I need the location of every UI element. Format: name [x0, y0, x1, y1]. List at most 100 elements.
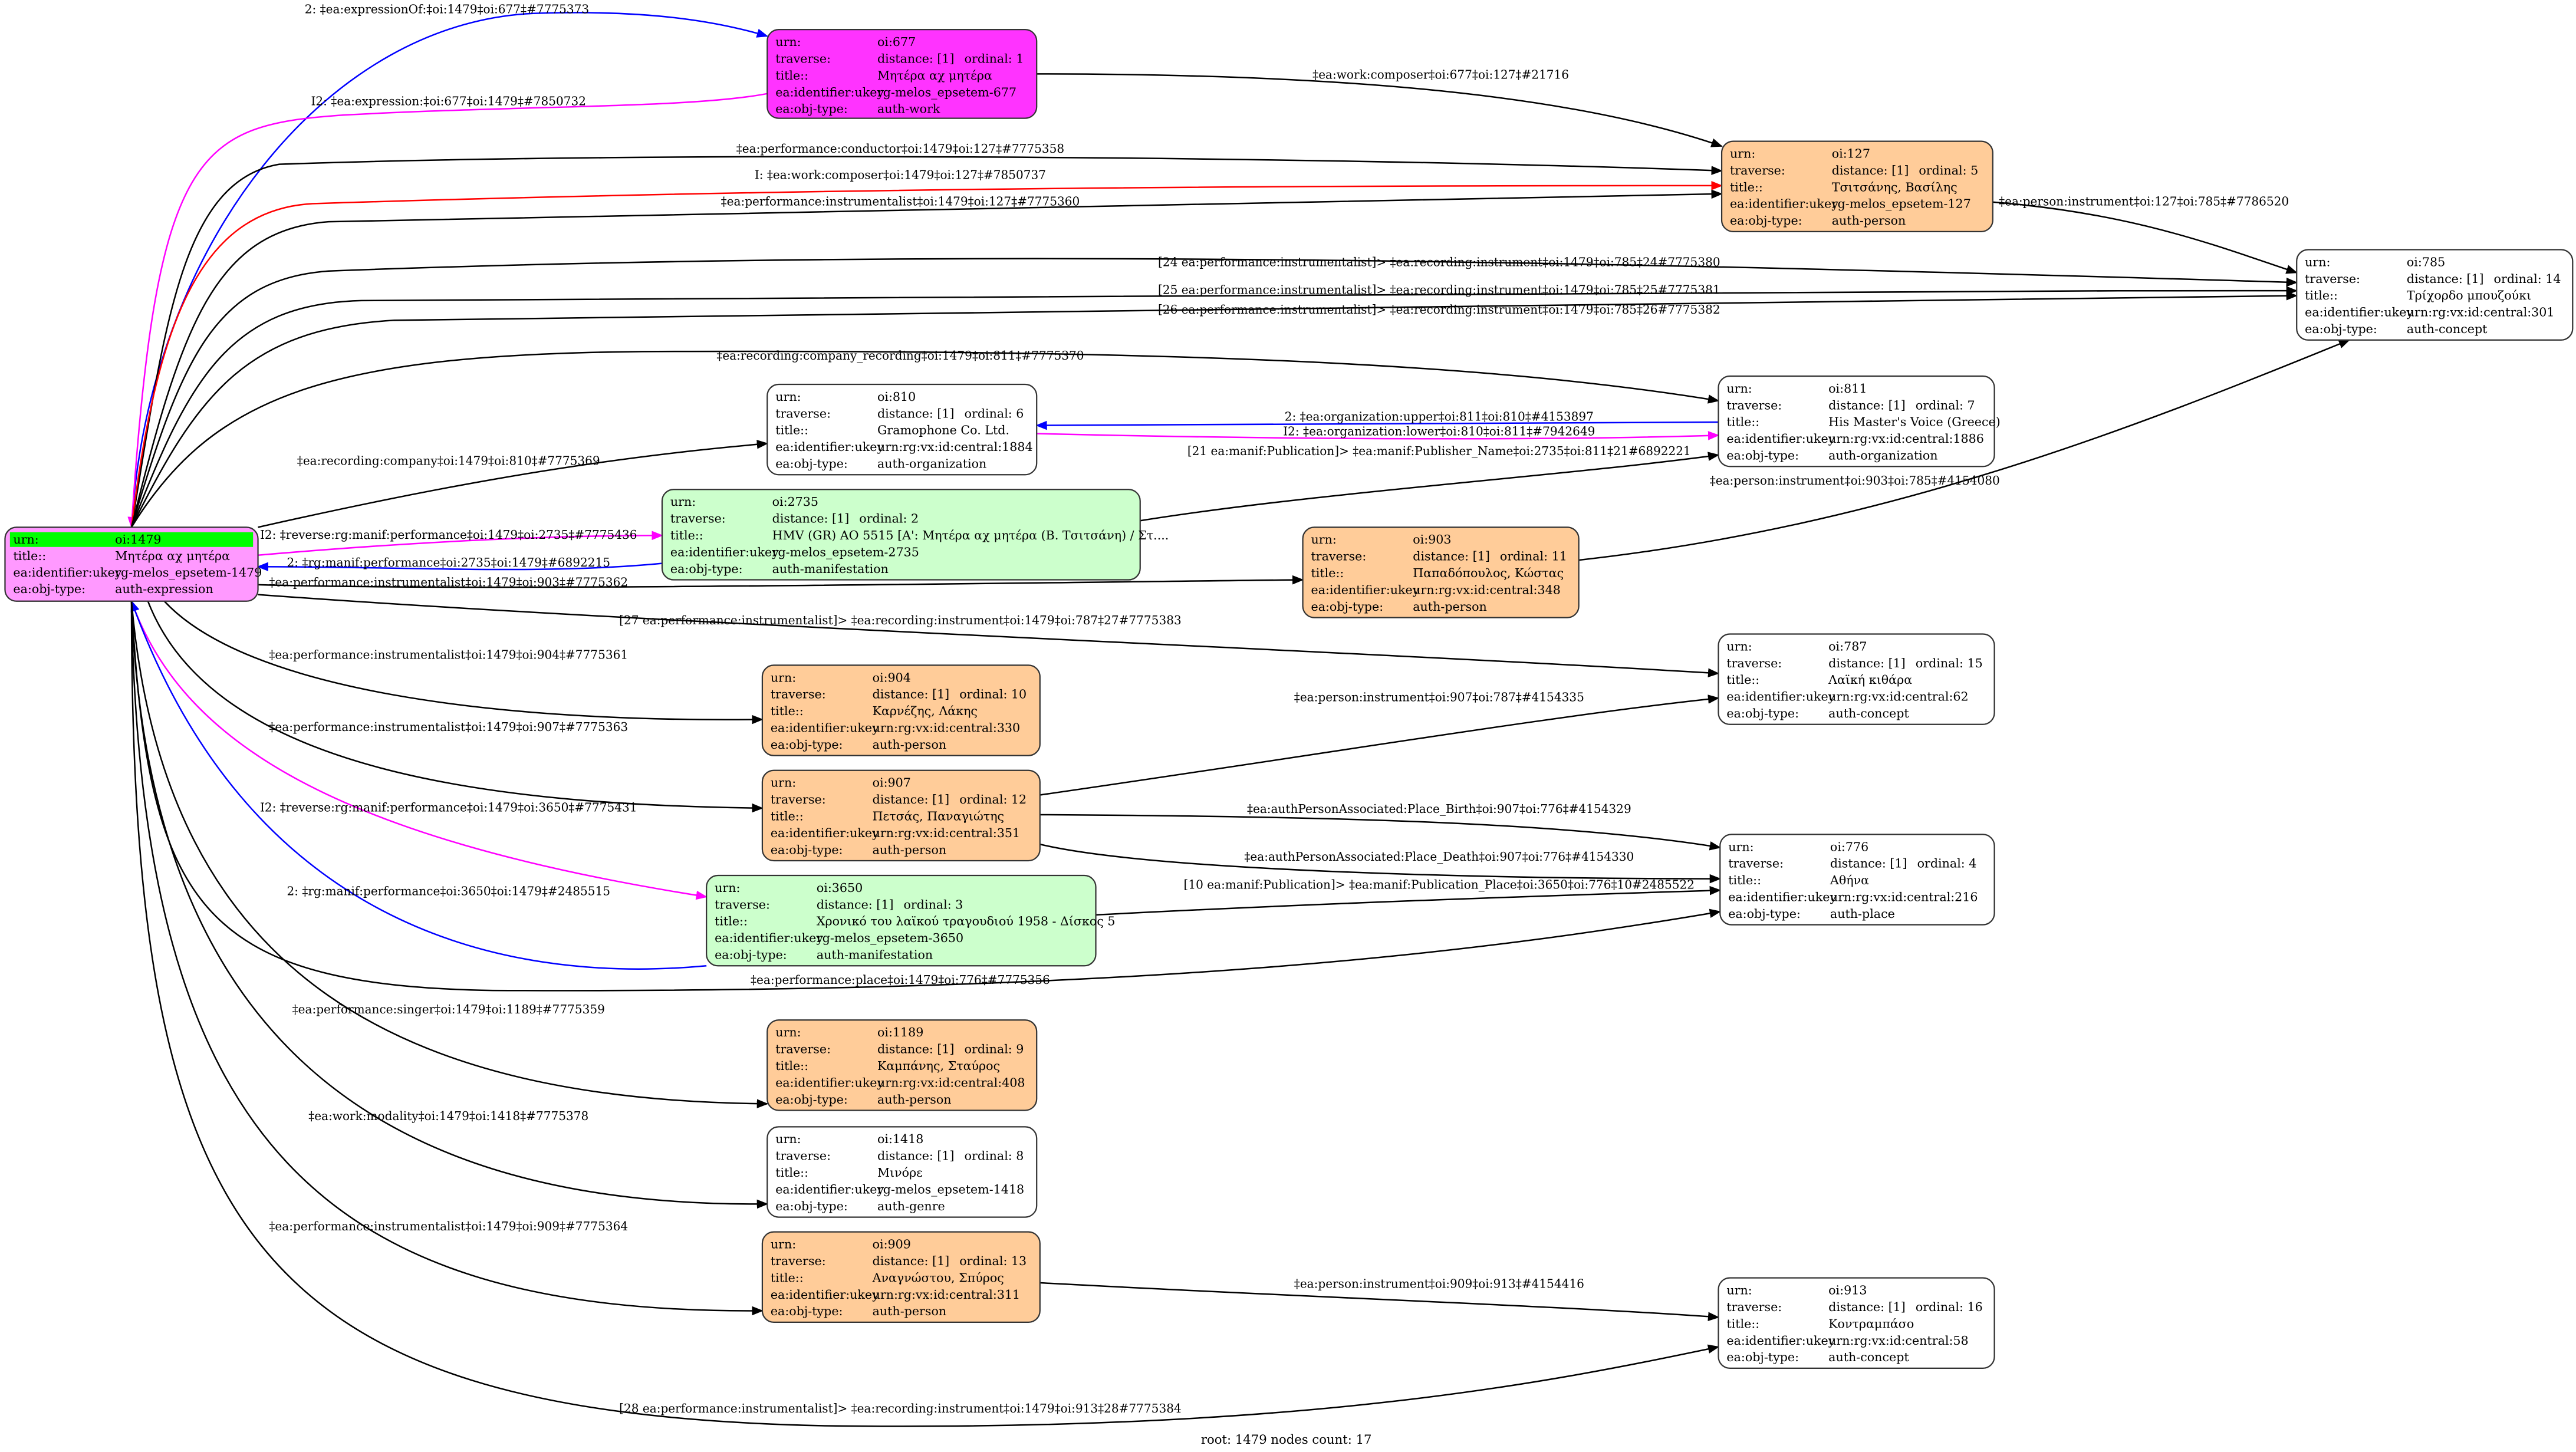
edge-903-to-785[interactable]: ‡ea:person:instrument‡oi:903‡oi:785‡#415… [1578, 339, 2351, 561]
edge-line[interactable] [258, 439, 769, 528]
edge-907-to-787[interactable]: ‡ea:person:instrument‡oi:907‡oi:787‡#415… [1039, 690, 1720, 796]
edge-1479-to-776[interactable]: ‡ea:performance:place‡oi:1479‡oi:776‡#77… [130, 601, 1722, 992]
node-box[interactable] [1718, 633, 1995, 725]
node-box[interactable] [661, 489, 1141, 581]
edge-1479-to-127[interactable]: I: ‡ea:work:composer‡oi:1479‡oi:127‡#785… [130, 168, 1723, 528]
node-box[interactable] [761, 769, 1041, 862]
edge-2735-to-1479[interactable]: 2: ‡rg:manif:performance‡oi:2735‡oi:1479… [256, 555, 663, 572]
edge-line[interactable] [130, 181, 1723, 528]
edge-1479-to-787[interactable]: [27 ea:performance:instrumentalist]> ‡ea… [258, 594, 1720, 678]
edge-1479-to-785[interactable]: [24 ea:performance:instrumentalist]> ‡ea… [130, 255, 2298, 528]
edge-line[interactable] [130, 350, 1720, 528]
edge-1479-to-3650[interactable]: I2: ‡reverse:rg:manif:performance‡oi:147… [130, 601, 708, 900]
edge-1479-to-904[interactable]: ‡ea:performance:instrumentalist‡oi:1479‡… [163, 600, 764, 725]
edge-line[interactable] [1140, 452, 1720, 522]
node-box[interactable] [766, 383, 1038, 476]
edge-line[interactable] [1039, 814, 1722, 851]
edge-1479-to-677[interactable]: 2: ‡ea:expressionOf:‡oi:1479‡oi:677‡#777… [130, 2, 769, 528]
edge-line[interactable] [130, 600, 707, 970]
edge-1479-to-909[interactable]: ‡ea:performance:instrumentalist‡oi:1479‡… [130, 601, 764, 1316]
edge-907-to-776[interactable]: ‡ea:authPersonAssociated:Place_Death‡oi:… [1039, 843, 1722, 884]
node-box[interactable] [1718, 1277, 1995, 1369]
edge-1479-to-127[interactable]: ‡ea:performance:conductor‡oi:1479‡oi:127… [130, 141, 1723, 528]
edge-line[interactable] [258, 575, 1304, 588]
edge-line[interactable] [130, 156, 1723, 528]
edge-line[interactable] [147, 601, 764, 813]
edge-810-to-811[interactable]: I2: ‡ea:organization:lower‡oi:810‡oi:811… [1037, 424, 1720, 440]
edge-line[interactable] [1578, 339, 2351, 561]
node-ordinal: ordinal: 9 [965, 1042, 1024, 1056]
edge-line[interactable] [130, 601, 1722, 992]
edge-line[interactable] [127, 93, 768, 529]
edge-909-to-913[interactable]: ‡ea:person:instrument‡oi:909‡oi:913‡#415… [1039, 1276, 1720, 1322]
edge-1479-to-903[interactable]: ‡ea:performance:instrumentalist‡oi:1479‡… [258, 575, 1304, 590]
node-box[interactable] [1719, 834, 1995, 926]
edge-line[interactable] [1992, 201, 2298, 274]
node-box[interactable] [761, 1231, 1041, 1323]
edge-1479-to-913[interactable]: [28 ea:performance:instrumentalist]> ‡ea… [130, 601, 1720, 1427]
edge-line[interactable] [1095, 885, 1722, 916]
edge-line[interactable] [163, 600, 764, 725]
edge-1479-to-907[interactable]: ‡ea:performance:instrumentalist‡oi:1479‡… [147, 601, 764, 813]
edge-1479-to-810[interactable]: ‡ea:recording:company‡oi:1479‡oi:810‡#77… [258, 439, 769, 528]
edge-3650-to-776[interactable]: [10 ea:manif:Publication]> ‡ea:manif:Pub… [1095, 877, 1722, 916]
node-field-label: urn: [771, 670, 796, 684]
edge-line[interactable] [258, 594, 1720, 678]
edge-line[interactable] [130, 12, 769, 528]
node-box[interactable] [1718, 375, 1995, 467]
node-box[interactable] [1720, 140, 1993, 232]
edge-line[interactable] [1037, 73, 1723, 147]
node-box[interactable] [766, 29, 1038, 119]
edge-1479-to-2735[interactable]: I2: ‡reverse:rg:manif:performance‡oi:147… [258, 528, 663, 556]
node-field-value: oi:677 [877, 35, 916, 49]
edge-line[interactable] [1039, 694, 1720, 796]
edge-127-to-785[interactable]: ‡ea:person:instrument‡oi:127‡oi:785‡#778… [1992, 194, 2298, 274]
edge-1479-to-1418[interactable]: ‡ea:work:modality‡oi:1479‡oi:1418‡#77753… [130, 601, 769, 1209]
edge-1479-to-1189[interactable]: ‡ea:performance:singer‡oi:1479‡oi:1189‡#… [130, 601, 769, 1108]
edge-line[interactable] [1037, 431, 1720, 440]
edge-line[interactable] [130, 601, 1720, 1427]
node-box[interactable] [2296, 249, 2574, 341]
edge-line[interactable] [1035, 420, 1719, 430]
edge-line[interactable] [256, 562, 663, 572]
edge-2735-to-811[interactable]: [21 ea:manif:Publication]> ‡ea:manif:Pub… [1140, 444, 1720, 522]
edge-line[interactable] [130, 601, 769, 1108]
node-box[interactable] [1302, 526, 1580, 618]
edge-line[interactable] [1039, 1282, 1720, 1322]
edge-line[interactable] [1039, 843, 1722, 884]
edge-811-to-810[interactable]: 2: ‡ea:organization:upper‡oi:811‡oi:810‡… [1035, 409, 1719, 430]
node-box[interactable] [766, 1126, 1038, 1218]
edge-line[interactable] [130, 601, 769, 1209]
edge-3650-to-1479[interactable]: 2: ‡rg:manif:performance‡oi:3650‡oi:1479… [130, 600, 707, 970]
edge-line[interactable] [130, 601, 708, 900]
edge-677-to-1479[interactable]: I2: ‡ea:expression:‡oi:677‡oi:1479‡#7850… [127, 93, 768, 529]
edge-677-to-127[interactable]: ‡ea:work:composer‡oi:677‡oi:127‡#21716 [1037, 68, 1723, 147]
node-box[interactable] [766, 1019, 1038, 1111]
edge-line[interactable] [258, 531, 663, 556]
node-box[interactable] [761, 664, 1041, 756]
edge-1479-to-811[interactable]: ‡ea:recording:company_recording‡oi:1479‡… [130, 348, 1720, 528]
edge-907-to-776[interactable]: ‡ea:authPersonAssociated:Place_Birth‡oi:… [1039, 802, 1722, 851]
node-field-label: urn: [13, 532, 38, 546]
node-box[interactable] [706, 874, 1097, 967]
edge-line[interactable] [130, 601, 764, 1316]
edge-line[interactable] [130, 258, 2298, 528]
node-field-label: urn: [775, 1132, 801, 1146]
